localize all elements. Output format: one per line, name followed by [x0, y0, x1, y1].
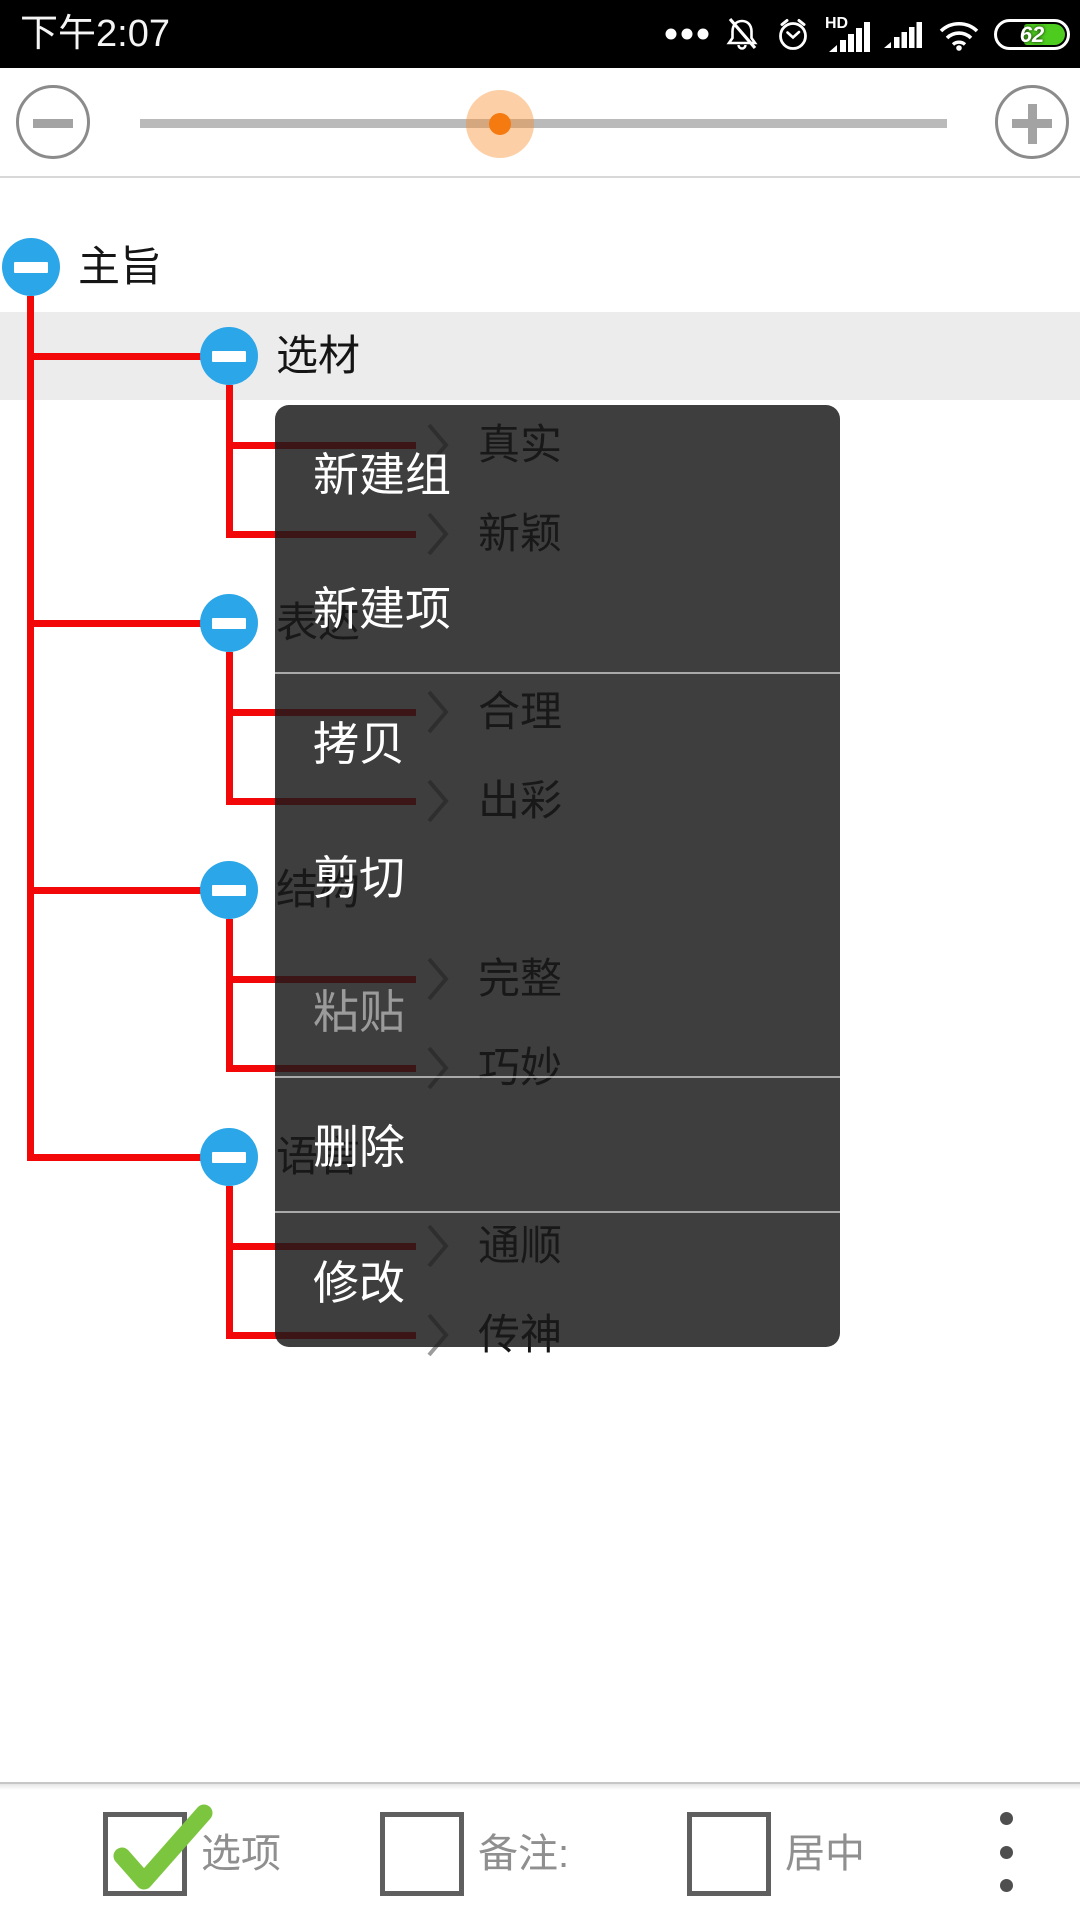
battery-level: 62 [1019, 21, 1045, 47]
svg-text:HD: HD [825, 15, 848, 32]
connector-line [226, 652, 233, 804]
overflow-menu-button[interactable] [988, 1804, 1024, 1900]
context-menu: 新建组 新建项 拷贝 剪切 粘贴 删除 修改 [275, 405, 840, 1347]
menu-item-new-item[interactable]: 新建项 [275, 539, 840, 675]
connector-line [27, 296, 34, 1160]
node-label-root[interactable]: 主旨 [78, 243, 163, 290]
collapse-toggle-branch-3[interactable] [200, 1128, 258, 1186]
collapse-toggle-branch-2[interactable] [200, 861, 258, 919]
options-checkbox[interactable] [103, 1804, 213, 1896]
collapse-toggle-branch-1[interactable] [200, 594, 258, 652]
collapse-toggle-root[interactable] [2, 238, 60, 296]
connector-line [226, 1186, 233, 1338]
collapse-toggle-branch-0[interactable] [200, 327, 258, 385]
zoom-out-button[interactable] [16, 85, 90, 159]
toolbar-divider [0, 1782, 1080, 1790]
note-label[interactable]: 备注: [478, 1832, 570, 1876]
more-vertical-icon [999, 1812, 1013, 1825]
wifi-icon [939, 21, 979, 51]
zoom-in-button[interactable] [995, 85, 1069, 159]
zoom-slider-thumb[interactable] [489, 113, 511, 135]
minus-icon [33, 119, 73, 128]
connector-line [27, 887, 229, 894]
menu-item-new-group[interactable]: 新建组 [313, 448, 451, 501]
center-checkbox[interactable] [687, 1812, 771, 1896]
menu-item-copy[interactable]: 拷贝 [313, 718, 405, 771]
more-notifications-icon [665, 28, 709, 40]
clock-text: 下午2:07 [20, 13, 170, 55]
center-label[interactable]: 居中 [785, 1832, 865, 1876]
connector-line [226, 385, 233, 537]
menu-item-edit[interactable]: 修改 [313, 1257, 405, 1310]
connector-line [226, 919, 233, 1071]
signal-hd-icon: HD [825, 15, 870, 52]
alarm-icon [779, 19, 807, 50]
options-label[interactable]: 选项 [201, 1832, 281, 1876]
menu-item-delete[interactable]: 删除 [275, 1078, 840, 1214]
check-icon [113, 1804, 213, 1890]
mute-icon [726, 17, 758, 50]
zoom-slider-track[interactable] [140, 119, 947, 128]
menu-item-paste: 粘贴 [275, 942, 840, 1078]
bottom-toolbar: 选项 备注: 居中 [0, 1782, 1080, 1920]
connector-line [27, 353, 229, 360]
battery-fill [1024, 23, 1065, 45]
connector-line [27, 1154, 229, 1161]
node-label-branch-0[interactable]: 选材 [276, 332, 361, 379]
battery-icon: 62 [994, 18, 1070, 50]
connector-line [27, 620, 229, 627]
zoom-toolbar [0, 68, 1080, 178]
menu-item-cut[interactable]: 剪切 [313, 852, 405, 905]
signal-icon [884, 22, 922, 48]
status-bar: 下午2:07 HD [0, 0, 1080, 68]
note-checkbox[interactable] [380, 1812, 464, 1896]
